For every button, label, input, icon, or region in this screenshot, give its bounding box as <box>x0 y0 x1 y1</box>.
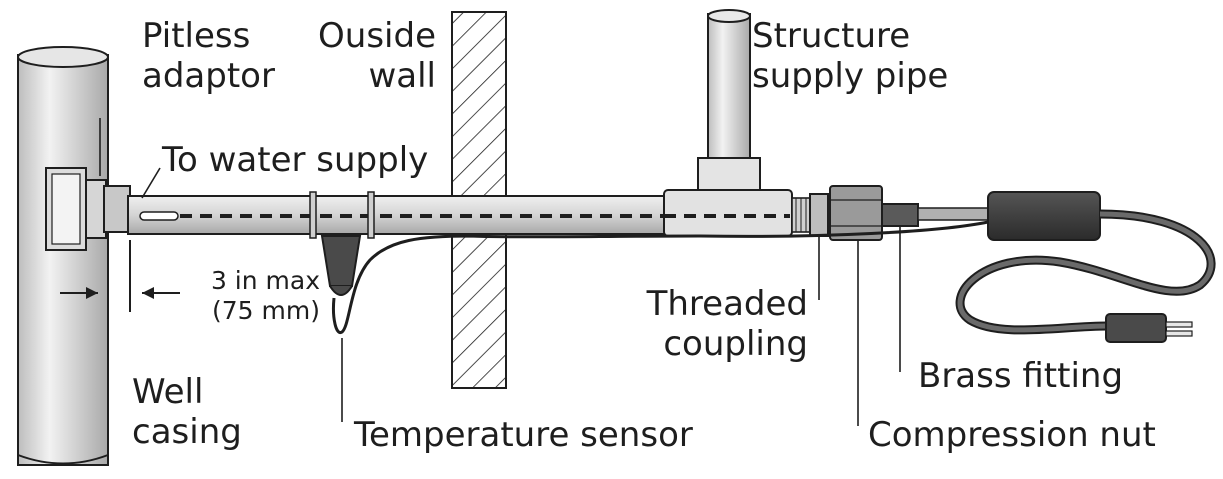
distance-max-line-1: 3 in max <box>210 266 320 295</box>
pitless-adaptor-line-2: adaptor <box>142 56 275 96</box>
leader-lines <box>141 167 901 426</box>
pitless-adaptor-label: Pitless adaptor <box>142 16 275 96</box>
temperature-sensor-label: Temperature sensor <box>354 415 693 455</box>
sensor-clamp <box>309 191 375 296</box>
outside-wall-line-1: Ouside <box>318 16 436 56</box>
leader-to-water-supply <box>141 167 161 199</box>
control-box <box>987 191 1101 241</box>
heating-cable <box>332 220 989 335</box>
pitless-adaptor <box>45 118 131 251</box>
brass-fitting-label: Brass fitting <box>918 356 1124 396</box>
threaded-coupling <box>791 193 829 237</box>
well-casing-label: Well casing <box>132 372 242 452</box>
outside-wall-label: Ouside wall <box>302 16 436 96</box>
power-cord <box>955 209 1216 343</box>
structure-supply-pipe <box>707 9 751 175</box>
distance-max-label: 3 in max (75 mm) <box>180 266 320 326</box>
well-casing-line-1: Well <box>132 372 204 412</box>
to-water-supply-label: To water supply <box>162 140 429 180</box>
pitless-adaptor-line-1: Pitless <box>142 16 251 56</box>
well-casing-line-2: casing <box>132 412 242 452</box>
well-casing <box>17 46 109 466</box>
compression-nut <box>829 185 883 241</box>
outside-wall-line-2: wall <box>368 56 436 96</box>
compression-nut-label: Compression nut <box>868 415 1156 455</box>
brass-fitting <box>881 203 989 227</box>
threaded-coupling-line-2: coupling <box>663 324 808 364</box>
threaded-coupling-line-1: Threaded <box>646 284 808 324</box>
structure-supply-pipe-line-1: Structure <box>752 16 911 56</box>
tee-fitting <box>663 157 793 237</box>
threaded-coupling-label: Threaded coupling <box>612 284 808 364</box>
structure-supply-pipe-label: Structure supply pipe <box>752 16 948 96</box>
horizontal-supply-pipe <box>127 195 677 235</box>
distance-max-line-2: (75 mm) <box>212 296 320 325</box>
distance-dimension <box>60 240 180 312</box>
structure-supply-pipe-line-2: supply pipe <box>752 56 949 96</box>
